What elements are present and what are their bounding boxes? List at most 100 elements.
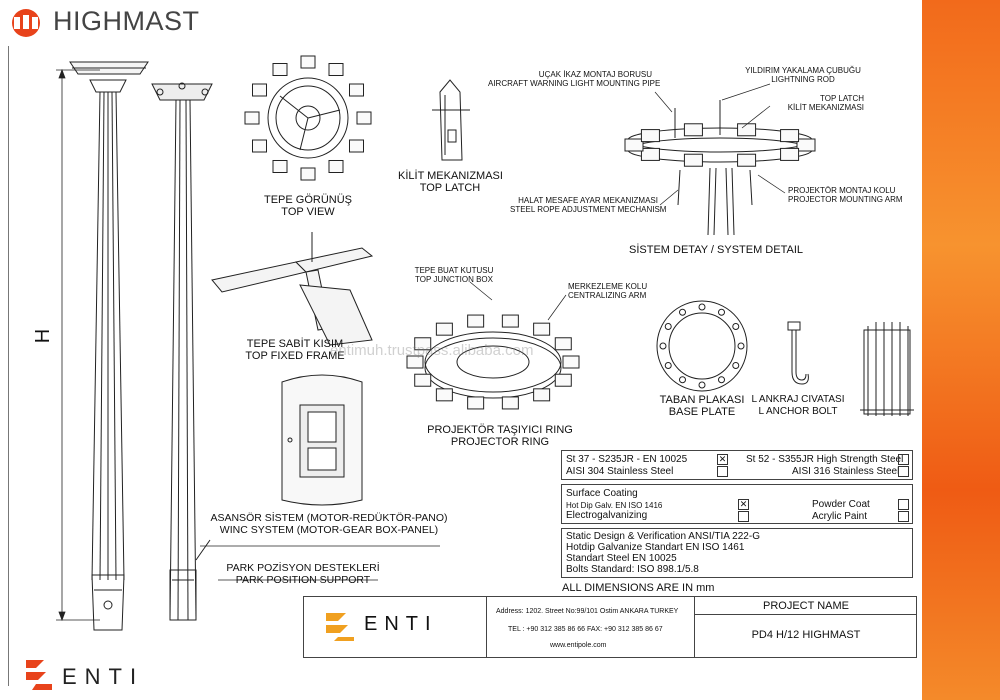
lightning-rod-label-tr: YILDIRIM YAKALAMA ÇUBUĞU <box>745 66 861 75</box>
title-logo-text: ENTI <box>364 613 438 635</box>
projector-icon <box>467 396 485 410</box>
bolt-hole-icon <box>679 308 686 316</box>
top-latch-label-en: TOP LATCH <box>419 182 481 194</box>
projector-icon <box>252 139 268 153</box>
projector-icon <box>435 388 453 402</box>
projector-icon <box>272 159 288 173</box>
centralizing-arm-label-tr: MERKEZLEME KOLU <box>568 282 648 291</box>
enti-logo-icon <box>326 613 354 641</box>
projector-arm-label-tr: PROJEKTÖR MONTAJ KOLU <box>788 186 896 195</box>
park-support-label: PARK POZİSYON DESTEKLERİ PARK POSITION S… <box>220 562 386 586</box>
projector-icon <box>348 83 364 97</box>
lightning-rod-label: YILDIRIM YAKALAMA ÇUBUĞU LIGHTNING ROD <box>740 66 866 84</box>
bolt-hole-icon <box>698 303 706 311</box>
projector-icon <box>252 83 268 97</box>
system-detail-leaders <box>654 83 786 206</box>
mast-side-view-1 <box>69 61 149 631</box>
projector-icon <box>562 355 580 369</box>
standard-line: Standart Steel EN 10025 <box>566 553 677 564</box>
anchor-bolt-label-en: L ANCHOR BOLT <box>758 406 838 417</box>
height-dimension-line <box>56 68 100 622</box>
checkbox-aisi316[interactable] <box>898 466 909 477</box>
standard-line: Bolts Standard: ISO 898.1/5.8 <box>566 564 699 575</box>
projector-icon <box>348 139 364 153</box>
bolt-hole-icon <box>659 342 667 350</box>
brand-header: HIGHMAST <box>0 0 920 46</box>
coating-title: Surface Coating <box>566 488 638 499</box>
h-dimension-label: H <box>32 328 55 344</box>
aircraft-pipe-label-en: AIRCRAFT WARNING LIGHT MOUNTING PIPE <box>488 79 661 88</box>
divider <box>486 597 487 657</box>
checkbox-st52[interactable] <box>898 454 909 465</box>
top-latch-2-label-en: TOP LATCH <box>819 94 864 103</box>
projector-icon <box>501 396 519 410</box>
orange-side-strip <box>922 0 1000 700</box>
standards-table: Static Design & Verification ANSI/TIA 22… <box>561 528 913 578</box>
project-name-value: PD4 H/12 HIGHMAST <box>751 629 861 641</box>
top-latch-label-tr: KİLİT MEKANIZMASI <box>398 170 503 182</box>
checkbox-electro[interactable] <box>738 511 749 522</box>
phone-text: TEL : +90 312 385 86 66 FAX: +90 312 385… <box>508 626 663 633</box>
top-latch-label: KİLİT MEKANIZMASI TOP LATCH <box>398 170 503 194</box>
top-fixed-frame-label-en: TOP FIXED FRAME <box>245 350 345 362</box>
bolt-hole-icon <box>664 323 672 330</box>
top-view-projectors <box>244 55 372 181</box>
winch-system-label-en: WINC SYSTEM (MOTOR-GEAR BOX-PANEL) <box>219 524 439 536</box>
project-name-label: PROJECT NAME <box>763 600 849 612</box>
park-support-label-tr: PARK POZİSYON DESTEKLERİ <box>226 562 380 574</box>
projector-icon <box>640 147 660 161</box>
winch-leaders <box>200 545 440 581</box>
web-text: www.entipole.com <box>550 642 607 649</box>
bolt-hole-icon <box>679 376 686 384</box>
projector-icon <box>414 337 432 351</box>
checkbox-aisi304[interactable] <box>717 466 728 477</box>
projector-icon <box>737 153 757 167</box>
park-support-label-en: PARK POSITION SUPPORT <box>235 574 371 586</box>
projector-ring-projectors <box>406 314 580 410</box>
dimensions-note: ALL DIMENSIONS ARE IN mm <box>562 582 715 594</box>
checkbox-powder[interactable] <box>898 499 909 510</box>
top-latch-2-label: TOP LATCH KİLİT MEKANIZMASI <box>770 94 864 112</box>
ring-leaders <box>469 281 567 321</box>
projector-icon <box>554 337 572 351</box>
aircraft-pipe-label-tr: UÇAK İKAZ MONTAJ BORUSU <box>538 70 652 79</box>
projector-icon <box>300 167 316 181</box>
watermark-text: entimuh.trustpass.alibaba.com <box>330 342 534 359</box>
coating-acrylic: Acrylic Paint <box>812 511 868 522</box>
checkbox-acrylic[interactable] <box>898 511 909 522</box>
top-view-drawing <box>267 77 349 159</box>
base-plate-holes <box>659 303 745 389</box>
standard-line: Static Design & Verification ANSI/TIA 22… <box>566 531 760 542</box>
projector-icon <box>356 111 372 125</box>
standard-line: Hotdip Galvanize Standart EN ISO 1461 <box>566 542 745 553</box>
bolt-hole-icon <box>718 308 725 316</box>
top-fixed-frame-label-tr: TEPE SABİT KISIM <box>246 338 344 350</box>
projector-icon <box>796 138 816 152</box>
checkbox-hdg[interactable]: ✕ <box>738 499 749 510</box>
projector-arm-label: PROJEKTÖR MONTAJ KOLU PROJECTOR MOUNTING… <box>788 186 903 204</box>
mast-side-view-2 <box>151 82 213 621</box>
bolt-hole-icon <box>737 342 745 350</box>
winch-system-label-tr: ASANSÖR SİSTEM (MOTOR-REDÜKTÖR-PANO) <box>210 512 448 524</box>
projector-icon <box>683 153 703 167</box>
projector-icon <box>533 322 551 336</box>
projector-arm-label-en: PROJECTOR MOUNTING ARM <box>788 195 903 204</box>
projector-ring-label: PROJEKTÖR TAŞIYICI RING PROJECTOR RING <box>420 424 580 448</box>
coating-hdg: Hot Dip Galv. EN ISO 1416 <box>566 501 663 510</box>
projector-ring-drawing <box>424 331 562 399</box>
projector-icon <box>328 159 344 173</box>
projector-icon <box>554 373 572 387</box>
bolt-hole-icon <box>698 381 706 389</box>
projector-icon <box>414 373 432 387</box>
bolt-hole-icon <box>732 362 740 369</box>
bottom-logo-text: ENTI <box>62 664 145 689</box>
top-fixed-frame-drawing <box>211 232 374 346</box>
checkbox-st37[interactable]: ✕ <box>717 454 728 465</box>
coating-table: Surface Coating Hot Dip Galv. EN ISO 141… <box>561 484 913 524</box>
junction-box-label: TEPE BUAT KUTUSU TOP JUNCTION BOX <box>412 266 496 284</box>
coating-electro: Electrogalvanizing <box>566 510 648 521</box>
divider <box>694 597 695 657</box>
winch-system-drawing <box>281 374 363 506</box>
top-latch-2-label-tr: KİLİT MEKANIZMASI <box>787 103 864 112</box>
